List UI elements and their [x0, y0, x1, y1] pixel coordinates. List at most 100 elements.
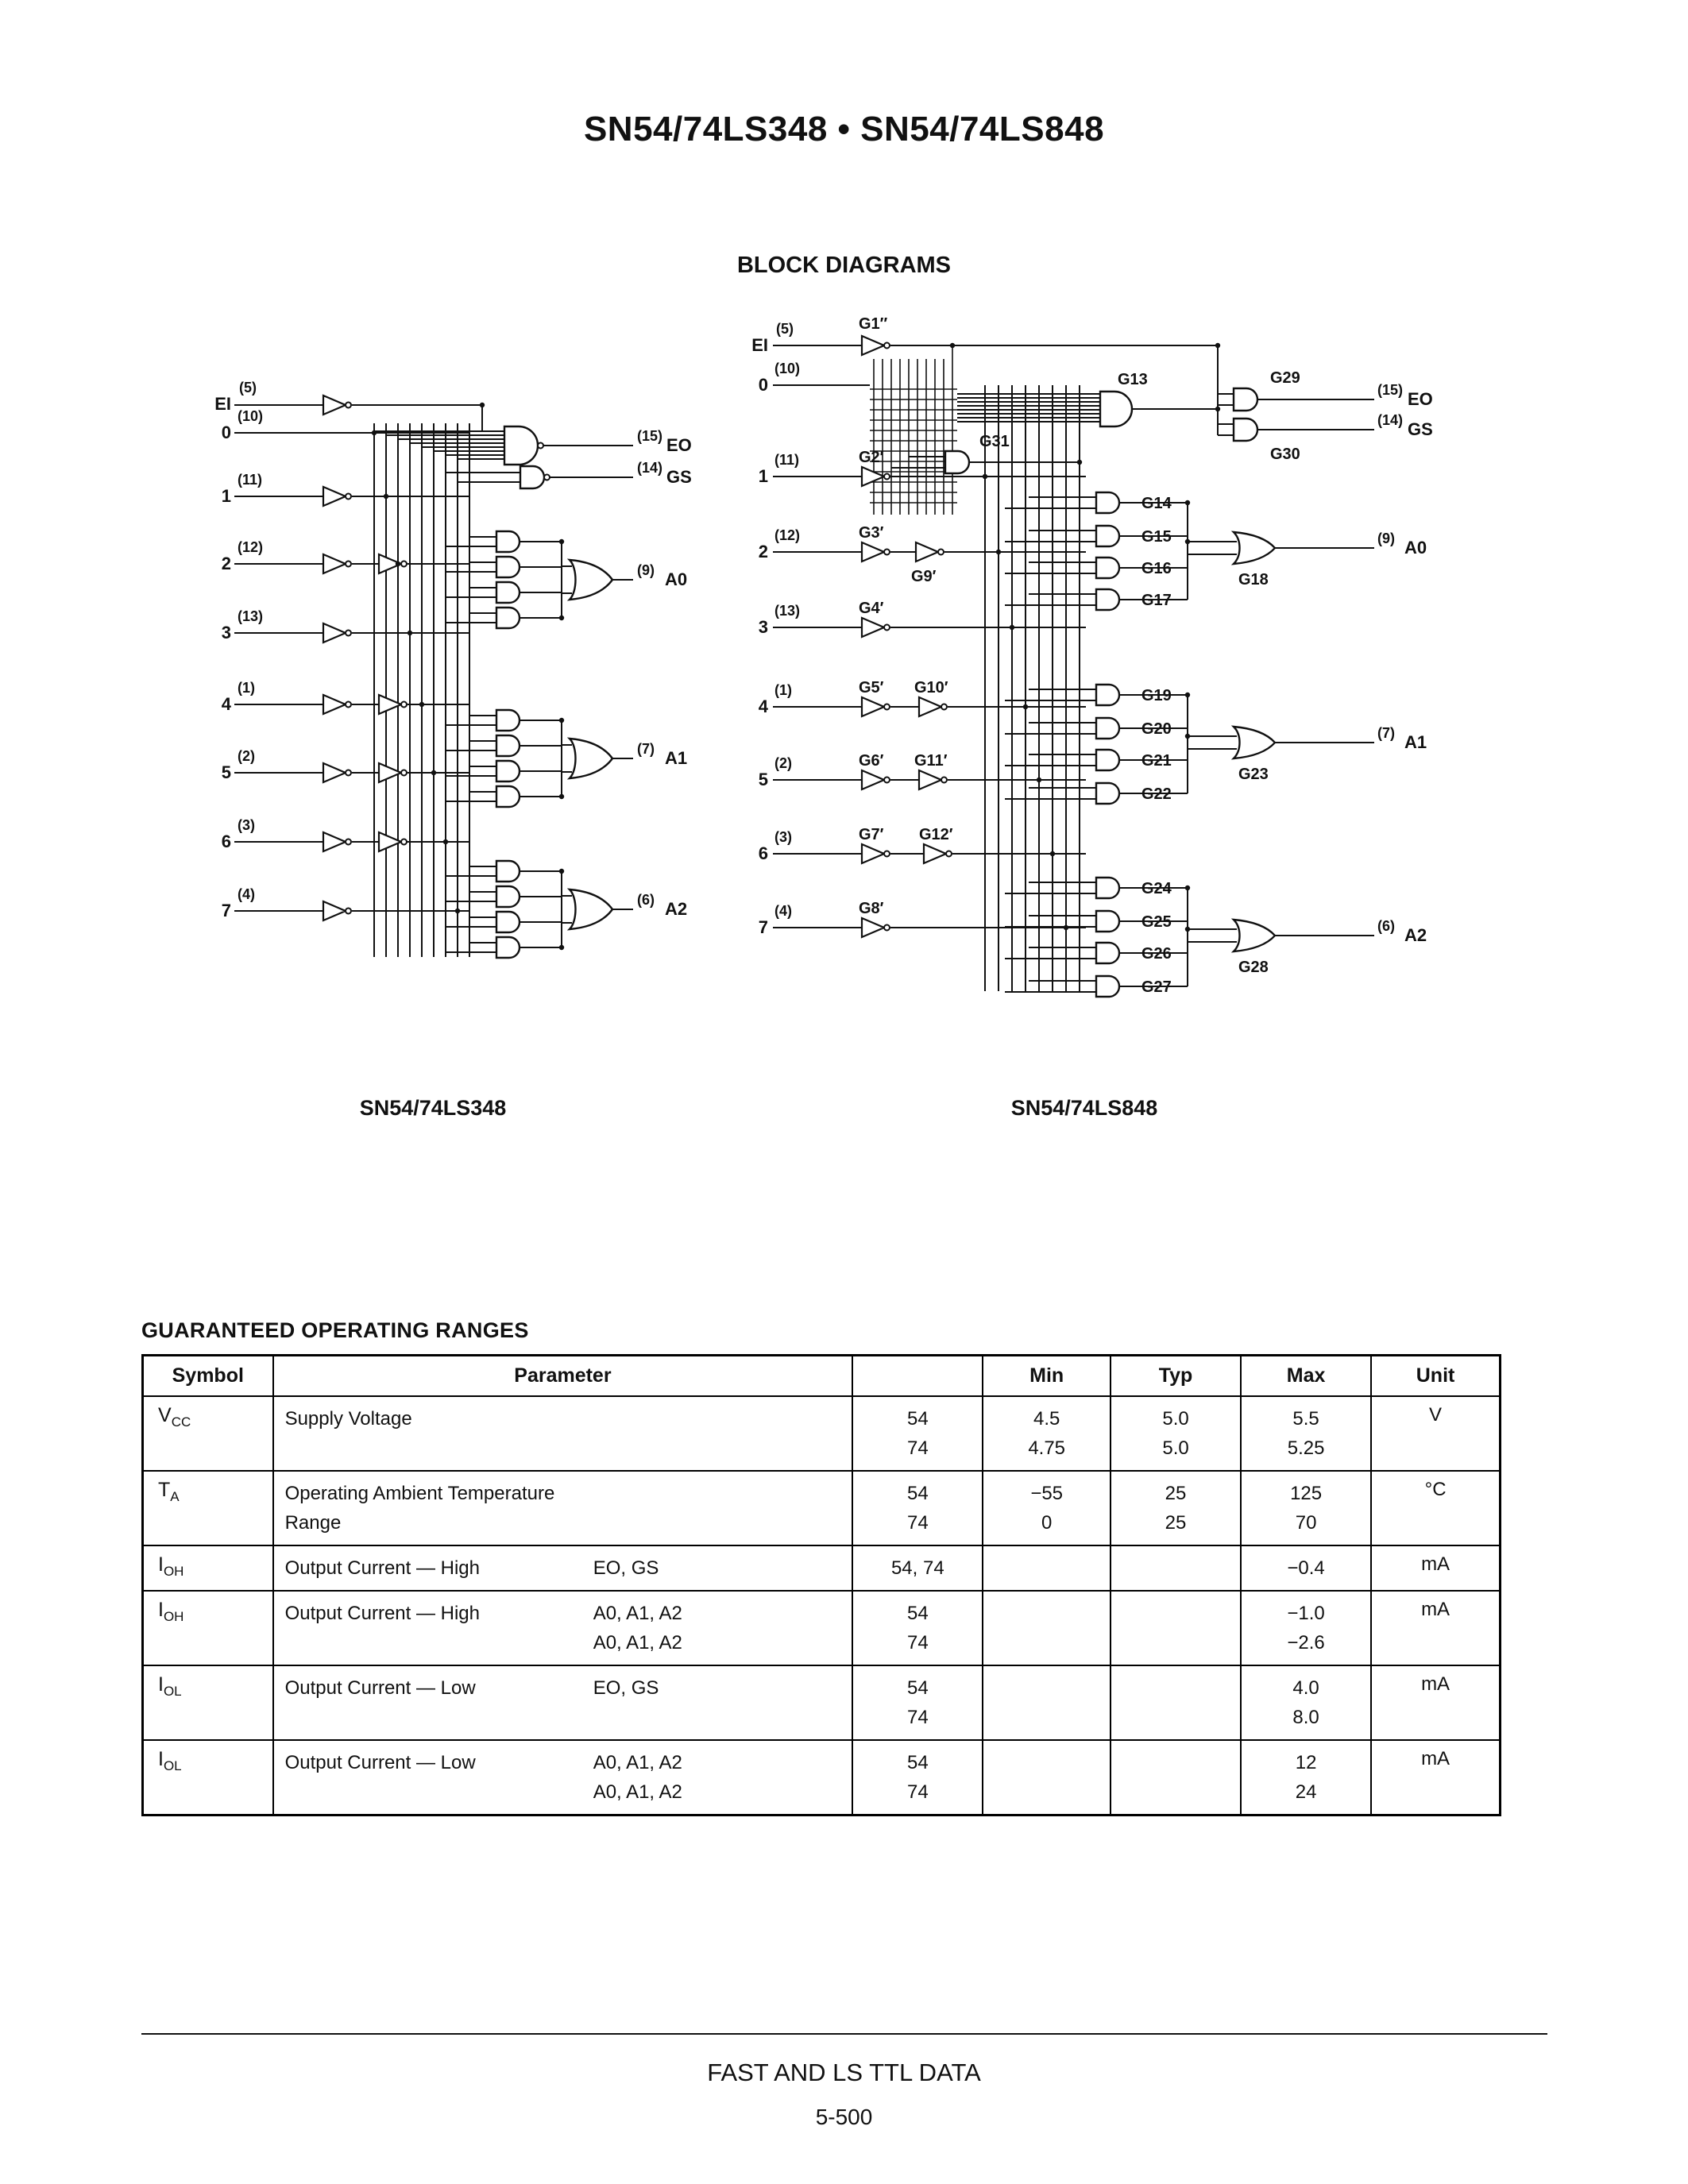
header-max: Max	[1240, 1354, 1373, 1397]
parameter-text: Output Current — High	[284, 1603, 480, 1624]
input-label-1: 1	[222, 486, 231, 506]
input-pin-ei: (5)	[776, 321, 794, 337]
signal-line: A0, A1, A2	[593, 1632, 682, 1653]
min-value: 4.75	[1028, 1437, 1066, 1459]
input-label-7: 7	[759, 917, 768, 937]
max-value: −2.6	[1287, 1632, 1325, 1653]
input-label-2: 2	[222, 554, 231, 573]
parameter-text: Operating Ambient Temperature Range	[284, 1483, 555, 1534]
ls348-inverters	[322, 394, 404, 922]
page-number: 5-500	[815, 2105, 873, 2129]
gate-label-g24: G24	[1141, 880, 1172, 897]
input-pin-ei: (5)	[239, 380, 257, 396]
input-pin-1: (11)	[774, 452, 799, 468]
input-pin-5: (2)	[774, 755, 792, 771]
output-pin-eo: (15)	[637, 428, 662, 444]
min-cell	[982, 1545, 1111, 1592]
typ-value: 25	[1165, 1512, 1187, 1534]
footer-divider	[141, 2033, 1547, 2035]
device-value: 54	[906, 1752, 929, 1773]
header-unit: Unit	[1370, 1354, 1501, 1397]
max-value: 125	[1290, 1483, 1323, 1504]
output-pin-a0: (9)	[1377, 531, 1395, 546]
output-label-gs: GS	[666, 467, 692, 487]
input-label-ei: EI	[751, 335, 768, 355]
input-label-4: 4	[222, 694, 232, 714]
gate-label-g31: G31	[979, 433, 1010, 450]
output-label-a1: A1	[1404, 732, 1427, 752]
parameter-cell: Operating Ambient Temperature Range	[272, 1470, 854, 1546]
gate-label-g27: G27	[1141, 978, 1172, 996]
output-pin-a2: (6)	[1377, 918, 1395, 934]
symbol-subscript: OL	[163, 1758, 182, 1773]
input-pin-7: (4)	[238, 886, 255, 902]
symbol-base: I	[158, 1599, 164, 1621]
gate-label-g18: G18	[1238, 571, 1269, 588]
gate-label-g2: G2′	[859, 449, 884, 466]
gate-label-g26: G26	[1141, 945, 1172, 963]
typ-cell	[1109, 1590, 1242, 1666]
max-value: 24	[1295, 1781, 1317, 1803]
gate-label-g21: G21	[1141, 752, 1172, 770]
header-symbol: Symbol	[141, 1354, 274, 1397]
gate-label-g9: G9′	[911, 568, 937, 585]
header-parameter: Parameter	[272, 1354, 854, 1397]
parameter-text: Output Current — High	[284, 1557, 480, 1579]
symbol-cell: TA	[141, 1470, 274, 1546]
gate-label-g15: G15	[1141, 528, 1172, 546]
parameter-text: Supply Voltage	[284, 1408, 412, 1430]
table-header-row: Symbol Parameter Min Typ Max Unit	[141, 1354, 1501, 1397]
symbol-subscript: OH	[163, 1608, 184, 1624]
header-min: Min	[982, 1354, 1111, 1397]
gate-label-g4: G4′	[859, 600, 884, 617]
device-value: 54	[906, 1483, 929, 1504]
diagram-caption-ls348: SN54/74LS348	[359, 1096, 507, 1120]
symbol-cell: IOH	[141, 1590, 274, 1666]
input-pin-4: (1)	[774, 682, 792, 698]
unit-cell: °C	[1370, 1470, 1501, 1546]
max-cell: −0.4	[1240, 1545, 1373, 1592]
parameter-wrap: Output Current — High EO, GS	[285, 1553, 846, 1583]
signal-line: EO, GS	[593, 1557, 659, 1579]
input-label-3: 3	[222, 623, 231, 642]
input-pin-6: (3)	[774, 829, 792, 845]
unit-cell: mA	[1370, 1739, 1501, 1816]
parameter-wrap: Operating Ambient Temperature Range	[285, 1479, 846, 1538]
symbol-base: I	[158, 1748, 164, 1770]
device-value: 54	[906, 1408, 929, 1430]
output-pin-a1: (7)	[637, 741, 655, 757]
parameter-text: Output Current — Low	[284, 1677, 476, 1699]
input-pin-3: (13)	[238, 608, 263, 624]
unit-cell: mA	[1370, 1665, 1501, 1741]
ls848-input-labels: EI (5) 0 (10) 1 (11) 2 (12) 3 (13) 4 (1)…	[751, 321, 800, 937]
input-label-0: 0	[222, 423, 231, 442]
max-value: 4.0	[1292, 1677, 1319, 1699]
ls848-or-gates	[1230, 531, 1277, 953]
ls848-junction-dots	[949, 342, 1221, 932]
symbol-cell: IOH	[141, 1545, 274, 1592]
output-label-a2: A2	[665, 899, 687, 919]
gate-label-g11: G11′	[914, 752, 948, 770]
input-pin-1: (11)	[238, 472, 262, 488]
input-pin-4: (1)	[238, 680, 255, 696]
ls848-inverter-bubbles	[883, 341, 953, 932]
signal-line: A0, A1, A2	[593, 1752, 682, 1773]
gate-label-g17: G17	[1141, 592, 1172, 609]
device-value: 74	[906, 1781, 929, 1803]
gate-label-g12: G12′	[919, 826, 953, 843]
symbol-cell: IOL	[141, 1739, 274, 1816]
typ-cell	[1109, 1739, 1242, 1816]
input-pin-6: (3)	[238, 817, 255, 833]
max-value: 12	[1295, 1752, 1317, 1773]
typ-value: 5.0	[1162, 1437, 1189, 1459]
typ-cell	[1109, 1545, 1242, 1592]
